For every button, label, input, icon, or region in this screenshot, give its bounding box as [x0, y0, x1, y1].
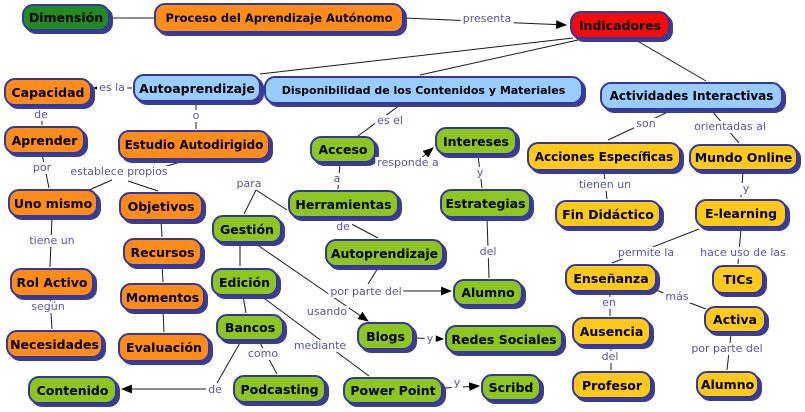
node-estudio[interactable]: Estudio Autodirigido: [118, 130, 270, 160]
node-redes[interactable]: Redes Sociales: [445, 325, 563, 353]
link-label-y[interactable]: y: [474, 165, 486, 180]
link-label-responde-a[interactable]: responde a: [375, 155, 441, 170]
link-label-por[interactable]: por: [30, 160, 54, 175]
node-rolactivo[interactable]: Rol Activo: [10, 268, 94, 297]
link-label-por-parte-del[interactable]: por parte del: [328, 284, 404, 299]
node-edicion[interactable]: Edición: [211, 268, 278, 296]
link-label-presenta[interactable]: presenta: [460, 11, 514, 26]
node-ensenanza[interactable]: Enseñanza: [565, 264, 657, 292]
node-disponibilidad[interactable]: Disponibilidad de los Contenidos y Mater…: [264, 76, 583, 104]
node-scribd[interactable]: Scribd: [481, 374, 541, 401]
node-alumno-derecha[interactable]: Alumno: [696, 371, 759, 398]
link-label-del[interactable]: del: [599, 349, 621, 364]
edge-indicadores-actividades: [633, 38, 707, 82]
node-activa[interactable]: Activa: [704, 306, 766, 333]
node-contenido[interactable]: Contenido: [28, 376, 117, 404]
node-blogs[interactable]: Blogs: [357, 322, 414, 350]
link-label-como[interactable]: como: [245, 346, 281, 361]
link-label-y[interactable]: y: [424, 331, 436, 346]
edge-indicadores-autoaprendizaje: [259, 37, 574, 75]
node-mundo[interactable]: Mundo Online: [689, 144, 798, 171]
link-label-por-parte-del[interactable]: por parte del: [689, 341, 765, 356]
link-label-de[interactable]: de: [334, 219, 352, 234]
link-label-hace-uso-de-las[interactable]: hace uso de las: [698, 245, 788, 260]
node-gestion[interactable]: Gestión: [212, 215, 282, 243]
link-label-usando[interactable]: usando: [304, 304, 350, 319]
link-label-en[interactable]: en: [600, 295, 618, 310]
link-label-a[interactable]: a: [331, 171, 343, 186]
node-acciones[interactable]: Acciones Específicas: [527, 142, 681, 171]
edge-establece-objetivos: [127, 180, 159, 192]
edge-establece-unomismo: [88, 179, 113, 191]
link-label-es-el[interactable]: es el: [375, 113, 405, 128]
link-label-tiene-un[interactable]: tiene un: [27, 233, 77, 248]
node-profesor[interactable]: Profesor: [572, 371, 652, 399]
node-bancos[interactable]: Bancos: [216, 314, 284, 341]
link-label-de[interactable]: de: [206, 382, 224, 397]
link-label-de[interactable]: de: [32, 107, 50, 122]
link-label-tienen-un[interactable]: tienen un: [576, 177, 634, 192]
edge-bancos-de-label: [216, 340, 242, 384]
edge-edicion-powerpoint: [260, 295, 370, 377]
node-elearning[interactable]: E-learning: [695, 199, 787, 228]
link-label-orientadas-al[interactable]: orientadas al: [692, 119, 768, 134]
node-dimension[interactable]: Dimensión: [22, 4, 110, 31]
edge-edicion-bancos: [242, 295, 247, 314]
link-label-según[interactable]: según: [29, 299, 67, 314]
node-herramientas[interactable]: Herramientas: [288, 190, 399, 218]
node-recursos[interactable]: Recursos: [123, 238, 202, 266]
edge-indicadores-disponibilidad: [419, 39, 579, 76]
edge-herramientas-gestion: [243, 189, 288, 215]
node-unomismo[interactable]: Uno mismo: [8, 189, 98, 217]
node-evaluacion[interactable]: Evaluación: [118, 333, 210, 362]
link-label-establece-propios[interactable]: establece propios: [68, 164, 170, 179]
node-estrategias[interactable]: Estrategias: [440, 189, 531, 218]
node-actividades[interactable]: Actividades Interactivas: [600, 82, 783, 110]
node-acceso[interactable]: Acceso: [310, 136, 376, 163]
node-indicadores[interactable]: Indicadores: [570, 11, 670, 39]
edge-autoprendizaje-porparte: [367, 267, 379, 285]
link-label-del[interactable]: del: [477, 244, 499, 259]
node-objetivos[interactable]: Objetivos: [119, 192, 203, 221]
node-autoaprendizaje[interactable]: Autoaprendizaje: [133, 74, 261, 102]
edge-gestion-blogs: [255, 243, 369, 322]
node-powerpoint[interactable]: Power Point: [343, 377, 443, 404]
edge-objetivos-recursos: [160, 220, 163, 238]
node-aprender[interactable]: Aprender: [4, 126, 85, 154]
edge-momentos-evaluacion: [162, 310, 165, 333]
link-label-mediante[interactable]: mediante: [291, 338, 349, 353]
link-label-o[interactable]: o: [190, 108, 202, 123]
link-label-y[interactable]: y: [740, 181, 752, 196]
edge-recursos-momentos: [161, 265, 164, 283]
node-tics[interactable]: TICs: [712, 265, 764, 294]
link-label-más[interactable]: más: [663, 289, 691, 304]
node-momentos[interactable]: Momentos: [120, 283, 205, 311]
node-proceso[interactable]: Proceso del Aprendizaje Autónomo: [154, 3, 404, 33]
link-label-permite-la[interactable]: permite la: [615, 245, 677, 260]
node-necesidades[interactable]: Necesidades: [6, 330, 103, 358]
node-capacidad[interactable]: Capacidad: [4, 78, 92, 106]
link-label-son[interactable]: son: [634, 116, 658, 131]
node-intereses[interactable]: Intereses: [435, 127, 517, 155]
link-label-es-la[interactable]: es la: [97, 80, 127, 95]
node-findidactico[interactable]: Fin Didáctico: [555, 200, 661, 228]
link-label-para[interactable]: para: [234, 176, 264, 191]
node-podcasting[interactable]: Podcasting: [233, 375, 326, 403]
link-label-y[interactable]: y: [451, 375, 463, 390]
node-autoprendizaje[interactable]: Autoprendizaje: [325, 239, 444, 267]
node-alumno-centro[interactable]: Alumno: [453, 279, 523, 306]
node-ausencia[interactable]: Ausencia: [572, 317, 651, 346]
